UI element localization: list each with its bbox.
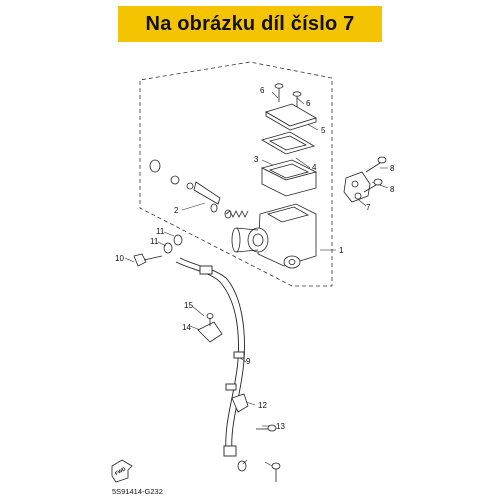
callout-11-left: 11	[150, 237, 159, 246]
callout-10: 10	[115, 254, 124, 263]
screw-13	[256, 424, 277, 432]
reservoir-cap-5	[265, 103, 317, 131]
fwd-label: FWD	[114, 466, 127, 477]
callout-15: 15	[184, 301, 193, 310]
lower-union-bolt	[271, 462, 281, 482]
diagram-code: 5S91414-G232	[112, 487, 163, 496]
callout-1: 1	[339, 246, 344, 255]
bolt-8-top	[365, 156, 387, 173]
callout-3: 3	[254, 155, 259, 164]
bolt-8-bottom	[363, 178, 383, 193]
callout-4: 4	[312, 163, 317, 172]
piston-kit-2	[149, 159, 249, 219]
callout-6-left: 6	[260, 86, 265, 95]
callout-labels: 6 6 5 3 4 8 8 7 2 1 11 11 10 15 14 9 12 …	[115, 86, 395, 431]
bolt-15	[206, 313, 214, 326]
callout-2: 2	[174, 206, 179, 215]
union-bolt-10	[133, 253, 163, 267]
hose-guide-12	[231, 393, 249, 413]
callout-14: 14	[182, 323, 191, 332]
leader-lines	[124, 91, 389, 467]
header-banner: Na obrázku díl číslo 7	[118, 6, 382, 42]
callout-12: 12	[258, 401, 267, 410]
callout-13: 13	[276, 422, 285, 431]
gaskets-11	[163, 234, 247, 472]
callout-8-bottom: 8	[390, 185, 395, 194]
brake-hose-9	[175, 257, 245, 457]
assembly-boundary	[139, 61, 333, 287]
callout-8-top: 8	[390, 164, 395, 173]
lever-holder-7	[343, 171, 371, 203]
diaphragm-3	[260, 159, 318, 197]
master-cylinder-body-1	[231, 203, 317, 269]
diaphragm-plate-4	[260, 131, 316, 155]
callout-6-right: 6	[306, 99, 311, 108]
callout-9: 9	[246, 357, 251, 366]
screw-6-right	[292, 91, 302, 110]
fwd-arrow-icon: FWD	[111, 459, 133, 483]
hose-holder-14	[197, 321, 223, 343]
callout-7: 7	[366, 203, 371, 212]
screw-6-left	[274, 83, 284, 102]
callout-5: 5	[321, 126, 326, 135]
banner-title: Na obrázku díl číslo 7	[145, 12, 355, 35]
callout-11-upper: 11	[156, 227, 165, 236]
